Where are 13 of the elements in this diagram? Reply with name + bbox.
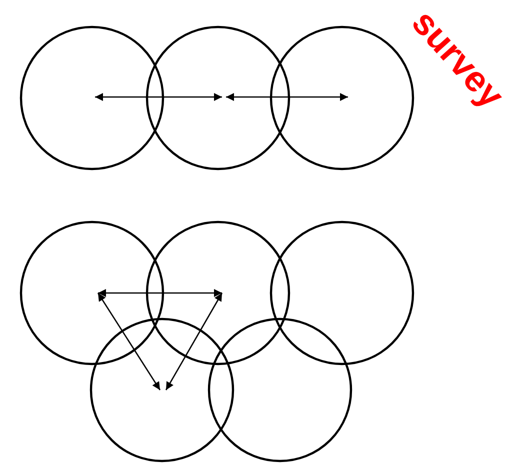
circle-outline	[20, 221, 164, 365]
circle-outline	[90, 318, 234, 462]
circle-outline	[208, 318, 352, 462]
double-arrow	[165, 292, 223, 390]
double-arrow	[97, 292, 161, 390]
circle-outline	[146, 26, 290, 170]
circle-outline	[270, 221, 414, 365]
circle-outline	[146, 221, 290, 365]
circle-outline	[270, 26, 414, 170]
circle-outline	[20, 26, 164, 170]
double-arrow	[226, 93, 348, 101]
double-arrow	[98, 289, 222, 297]
double-arrow	[95, 93, 222, 101]
